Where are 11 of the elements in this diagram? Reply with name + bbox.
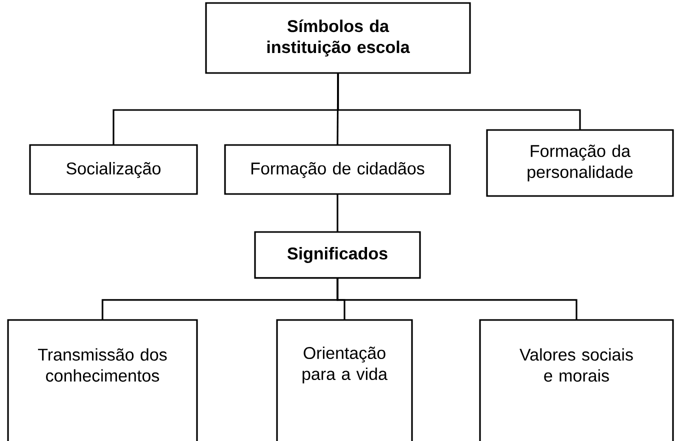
concept-box: Formação da personalidade bbox=[486, 129, 674, 197]
heading-box: Significados bbox=[254, 231, 421, 279]
connector-line bbox=[336, 278, 578, 320]
concept-box: Socialização bbox=[29, 144, 198, 195]
concept-box: Formação de cidadãos bbox=[224, 144, 451, 195]
concept-box: Transmissão dos conhecimentos bbox=[7, 319, 198, 441]
connector-line bbox=[336, 194, 338, 232]
concept-box: Valores sociais e morais bbox=[479, 319, 674, 441]
connector-line bbox=[337, 73, 581, 130]
title-box: Símbolos da instituição escola bbox=[205, 2, 471, 74]
concept-box: Orientação para a vida bbox=[276, 319, 413, 441]
